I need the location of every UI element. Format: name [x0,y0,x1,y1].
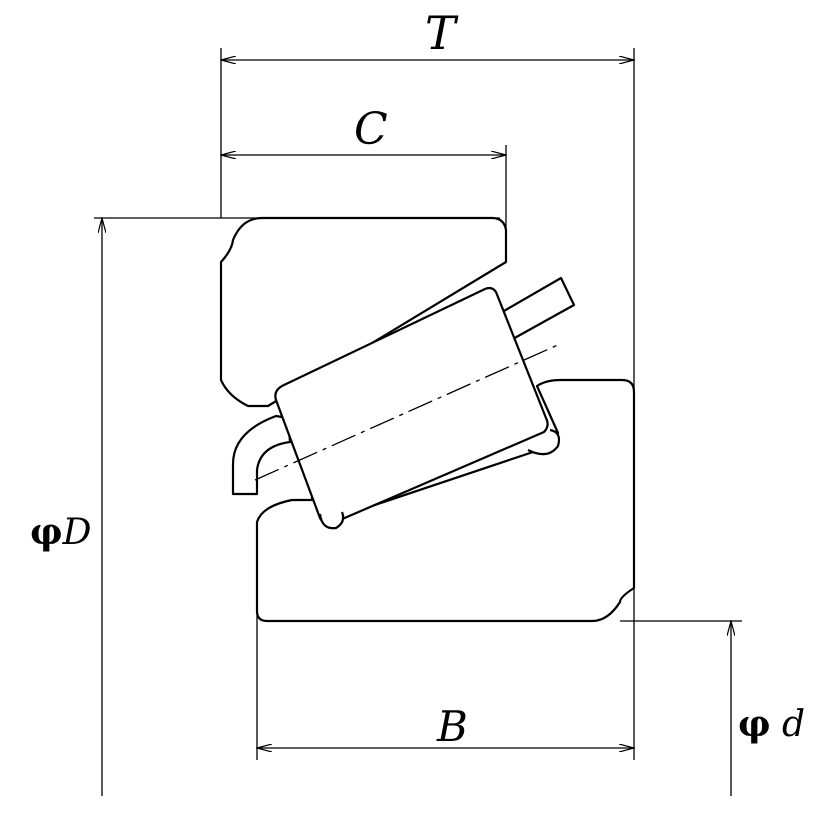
label-B: B [437,702,468,751]
tapered-roller [274,286,549,525]
phi-symbol-d: φ [738,703,771,745]
phi-symbol-D: φ [30,511,63,553]
roller-center-line [254,343,561,481]
inner-ring-cone [255,378,636,623]
label-bore-diameter: φ d [738,706,805,743]
outer-ring-cup [219,216,508,408]
roller-end-small [318,511,345,530]
letter-D: D [62,512,92,553]
label-C: C [354,104,388,155]
label-T: T [425,6,456,60]
roller-end-large [527,428,561,456]
label-outer-diameter: φD [30,514,91,551]
cage-retainer [231,414,292,496]
letter-d: d [782,704,806,745]
